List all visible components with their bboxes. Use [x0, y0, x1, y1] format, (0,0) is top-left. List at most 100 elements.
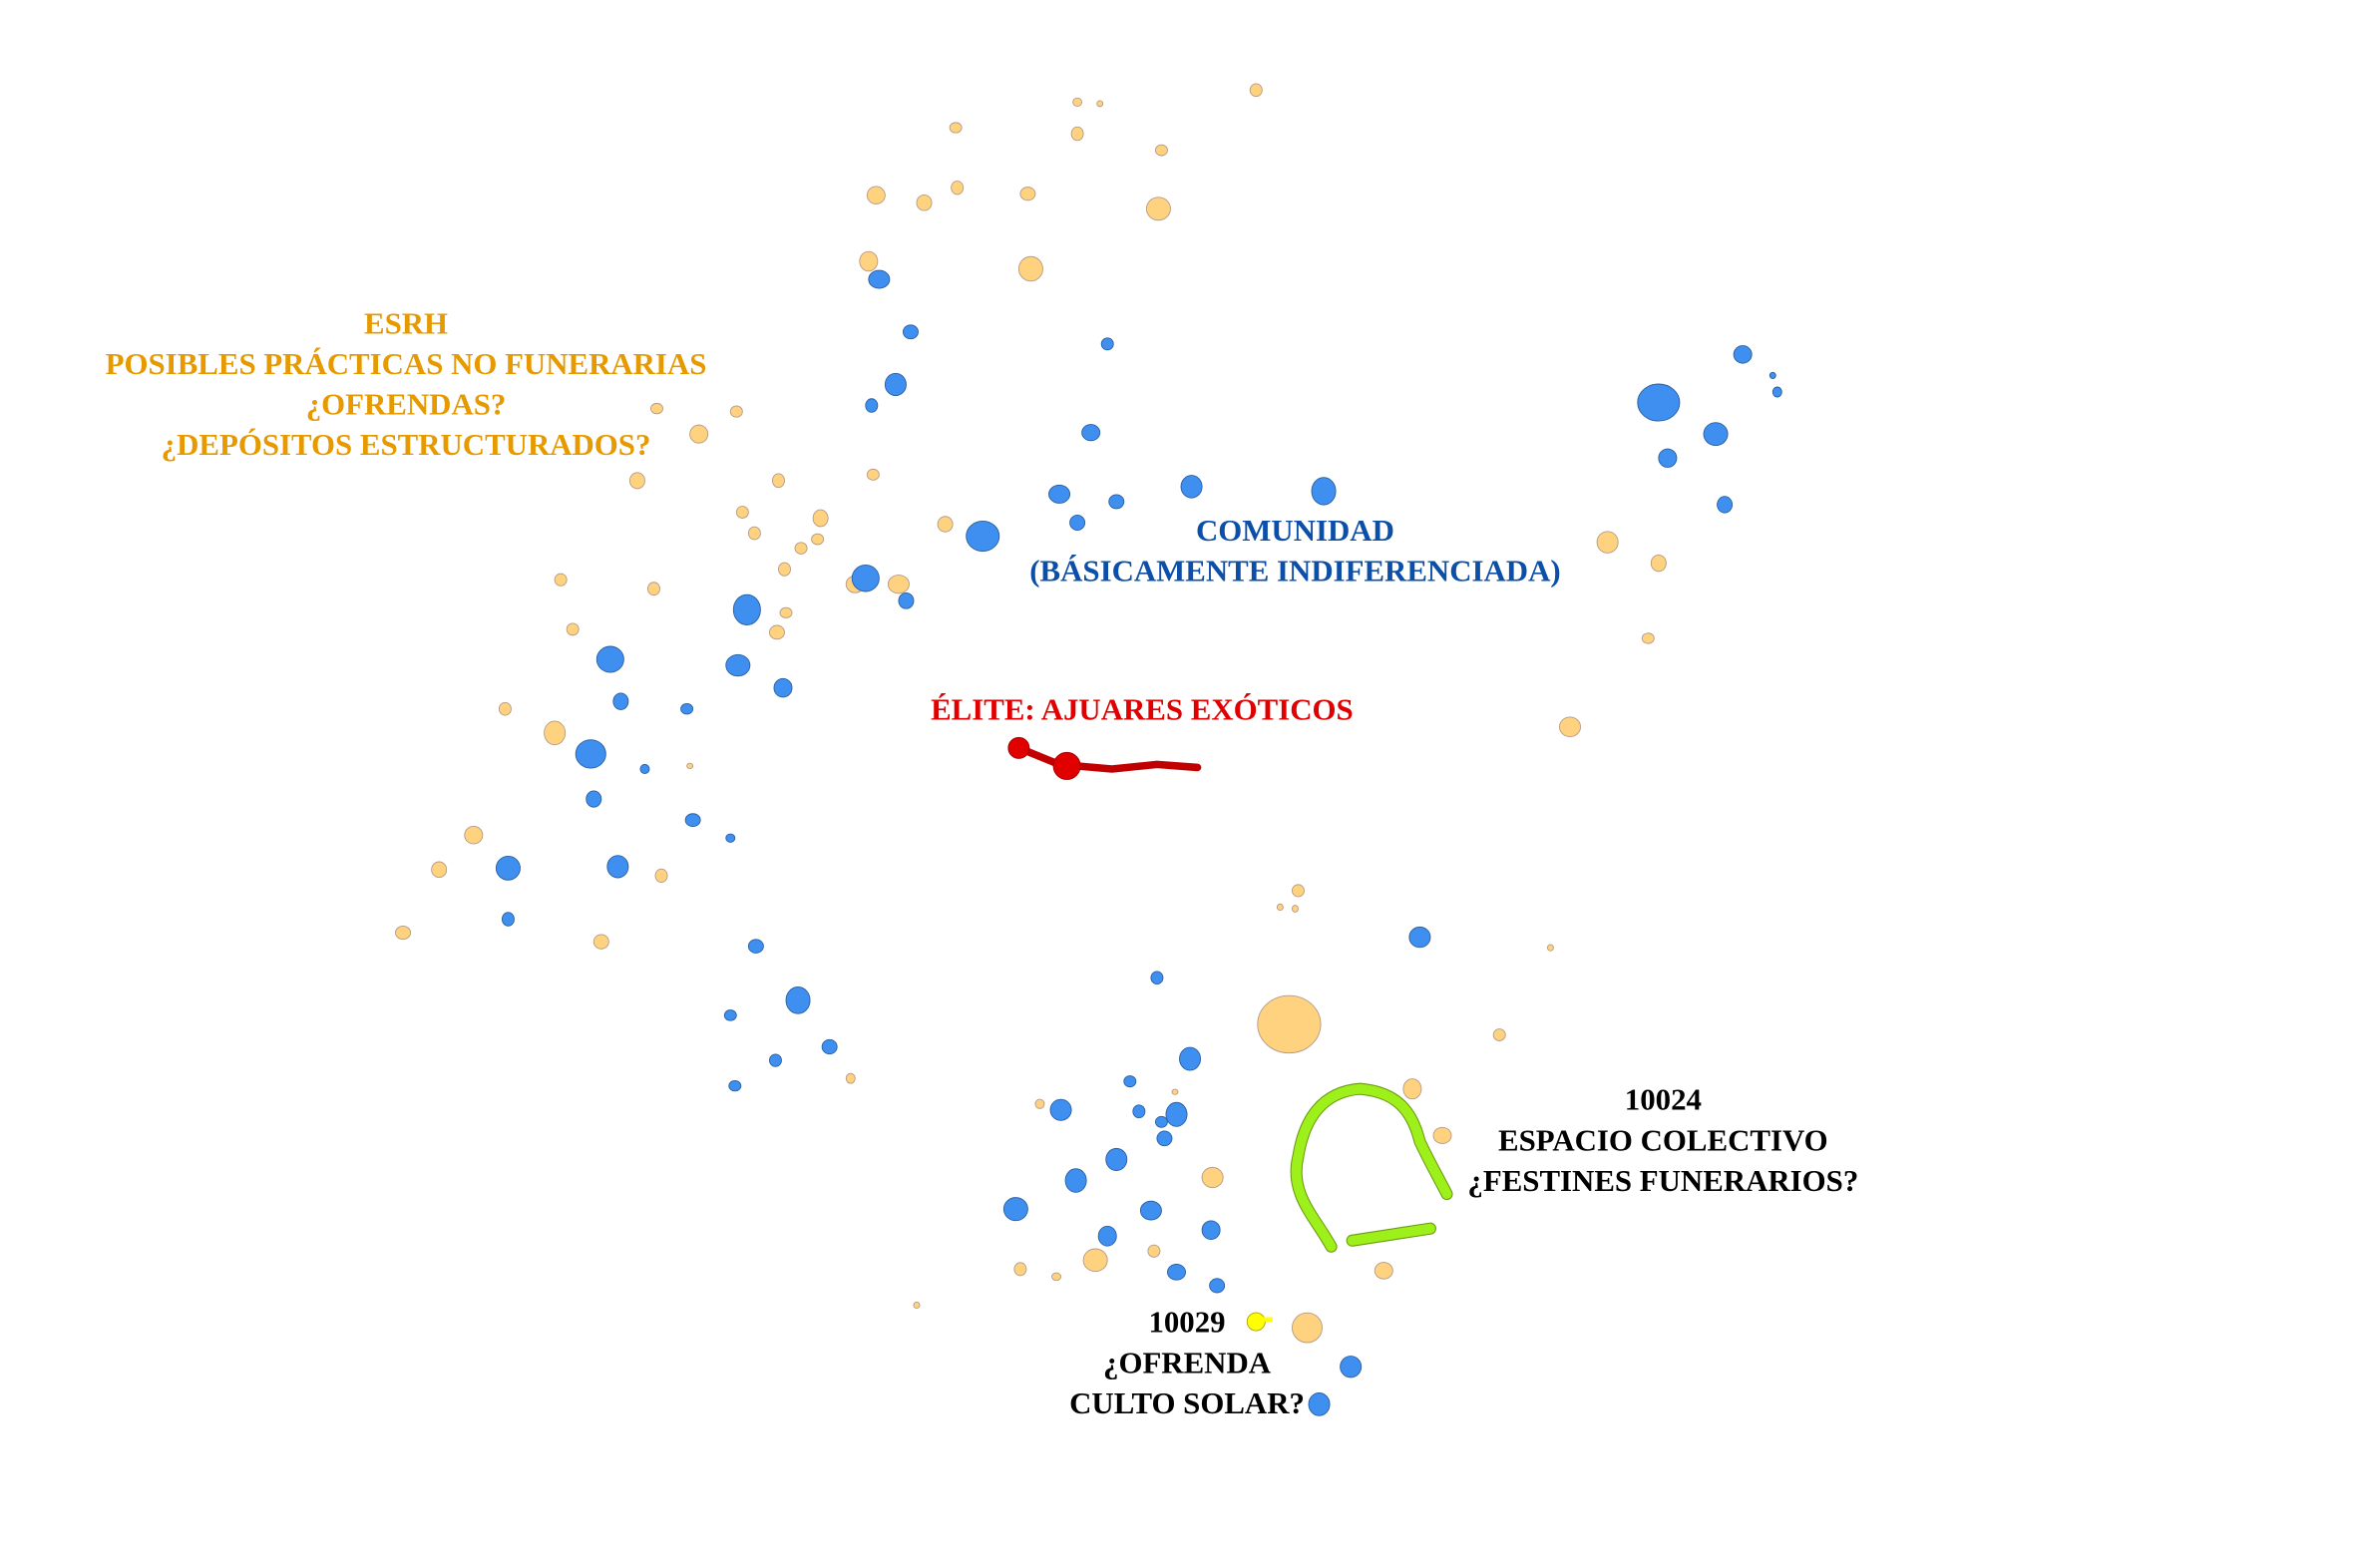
community-burial	[1340, 1356, 1363, 1378]
community-burial	[1100, 337, 1114, 351]
community-burial	[851, 564, 880, 592]
community-burial	[728, 1080, 742, 1092]
esrh-feature	[887, 575, 910, 594]
esrh-feature	[812, 509, 829, 528]
community-burial	[1156, 1130, 1173, 1147]
community-burial	[1108, 494, 1125, 510]
esrh-feature	[1082, 1248, 1108, 1273]
feature-10029-label: 10029 ¿OFRENDA CULTO SOLAR?	[1069, 1306, 1305, 1420]
esrh-feature	[845, 1072, 856, 1084]
community-burial	[865, 398, 879, 413]
esrh-feature	[1201, 1166, 1224, 1189]
community-burial	[725, 653, 751, 677]
community-burial	[1768, 371, 1776, 380]
community-burial	[1733, 345, 1753, 364]
community-burial	[1123, 1075, 1137, 1088]
community-burial	[747, 939, 764, 954]
esrh-title: ESRH	[364, 306, 448, 340]
comunidad-label: COMUNIDAD (BÁSICAMENTE INDIFERENCIADA)	[1029, 514, 1560, 588]
esrh-feature	[951, 181, 965, 196]
esrh-feature	[1051, 1272, 1062, 1282]
feature-10029-id: 10029	[1148, 1306, 1225, 1340]
feature-10024-id: 10024	[1625, 1083, 1702, 1117]
community-burial	[639, 763, 650, 774]
feature-10024-ring	[1290, 1082, 1453, 1253]
esrh-feature	[544, 720, 567, 746]
esrh-feature	[913, 1301, 921, 1310]
community-burial	[768, 1053, 782, 1067]
esrh-features	[395, 83, 1667, 1344]
community-burial	[725, 833, 736, 843]
community-burial	[1311, 477, 1337, 506]
feature-10024-line-2: ESPACIO COLECTIVO	[1498, 1123, 1828, 1157]
community-burial	[595, 645, 624, 673]
community-burial	[1408, 926, 1431, 949]
community-burial	[1180, 475, 1203, 499]
esrh-feature	[1492, 1028, 1506, 1041]
feature-10029-line-2: ¿OFRENDA	[1103, 1346, 1272, 1379]
esrh-feature	[1171, 1088, 1179, 1095]
feature-10024-line-3: ¿FESTINES FUNERARIOS?	[1467, 1164, 1858, 1198]
esrh-label: ESRH POSIBLES PRÁCTICAS NO FUNERARIAS ¿O…	[106, 306, 707, 462]
esrh-feature	[689, 424, 709, 444]
community-burial	[1165, 1101, 1188, 1127]
esrh-feature	[778, 562, 791, 577]
elite-burial-feature	[1007, 736, 1202, 780]
esrh-feature	[811, 533, 825, 546]
community-burial	[1150, 971, 1164, 984]
esrh-feature	[771, 473, 785, 489]
community-burials	[495, 269, 1782, 1416]
community-burial	[1105, 1147, 1128, 1171]
esrh-feature	[747, 526, 761, 541]
esrh-feature	[650, 402, 663, 415]
community-burial	[1209, 1278, 1226, 1294]
esrh-feature	[1650, 554, 1667, 573]
esrh-feature	[1276, 903, 1284, 912]
esrh-feature	[794, 542, 808, 555]
community-burial	[1201, 1220, 1221, 1240]
community-burial	[1097, 1225, 1117, 1247]
esrh-feature	[1013, 1262, 1027, 1277]
esrh-feature	[1096, 100, 1104, 108]
esrh-feature	[654, 868, 668, 883]
community-burial	[1048, 484, 1071, 504]
comunidad-title: COMUNIDAD	[1196, 514, 1394, 548]
community-burial	[966, 521, 1000, 553]
esrh-feature	[1596, 531, 1619, 554]
community-burial	[1703, 422, 1729, 447]
esrh-feature	[916, 194, 933, 211]
community-burial	[1069, 515, 1086, 531]
esrh-feature	[1070, 126, 1084, 142]
community-burial	[868, 269, 891, 289]
esrh-feature	[1559, 716, 1581, 738]
elite-label: ÉLITE: AJUARES EXÓTICOS	[931, 691, 1354, 726]
community-burial	[684, 813, 701, 827]
community-burial	[575, 739, 606, 769]
esrh-feature	[729, 405, 743, 418]
community-burial	[898, 591, 915, 609]
esrh-feature	[1257, 994, 1322, 1054]
community-burial	[1771, 386, 1782, 398]
esrh-feature	[866, 468, 880, 481]
esrh-feature	[949, 122, 963, 134]
esrh-feature	[1374, 1262, 1393, 1280]
feature-10029	[1246, 1312, 1273, 1332]
esrh-line-4: ¿DEPÓSITOS ESTRUCTURADOS?	[162, 427, 651, 462]
esrh-feature	[1641, 632, 1655, 644]
community-burial	[586, 790, 602, 808]
community-burial	[1637, 383, 1681, 422]
community-burial	[884, 372, 907, 397]
community-burial	[821, 1038, 838, 1055]
community-burial	[773, 677, 793, 698]
elite-title: ÉLITE: AJUARES EXÓTICOS	[931, 691, 1354, 726]
esrh-feature	[1145, 196, 1171, 221]
community-burial	[501, 912, 515, 927]
esrh-feature	[866, 186, 886, 204]
esrh-feature	[1019, 187, 1036, 201]
esrh-feature	[1402, 1078, 1422, 1100]
esrh-feature	[1291, 884, 1305, 898]
esrh-feature	[554, 573, 568, 587]
esrh-feature	[1034, 1098, 1045, 1109]
esrh-feature	[395, 925, 412, 941]
